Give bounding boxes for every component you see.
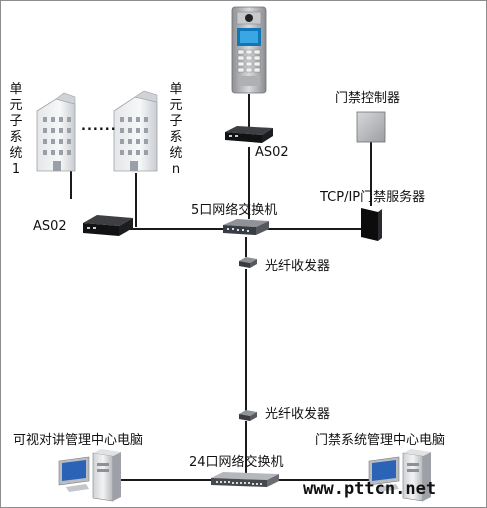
access-pc-icon [368,449,431,502]
unit-subsystem-1-label: 单元子系统1 [9,82,23,177]
fiber-transceiver-bottom-icon [239,410,257,421]
building-n-icon [113,90,158,172]
watermark-url: www.pttcn.net [303,479,437,499]
as02-left-label: AS02 [33,219,67,234]
intercom-pc-label: 可视对讲管理中心电脑 [13,433,144,448]
switch-24port-icon [211,472,279,487]
tcpip-server-label: TCP/IP门禁服务器 [320,190,426,205]
switch-24port-label: 24口网络交换机 [189,455,284,470]
access-controller-label: 门禁控制器 [335,91,401,106]
fiber-transceiver-bottom-label: 光纤收发器 [265,407,331,422]
access-pc-label: 门禁系统管理中心电脑 [315,433,446,448]
unit-subsystem-n-label: 单元子系统n [169,82,183,177]
intercom-pc-icon [58,449,121,502]
access-controller-icon [356,111,386,143]
door-station-panel-icon [231,6,267,94]
ellipsis-label: ...... [81,119,117,134]
building-1-icon [36,92,76,172]
switch-5port-label: 5口网络交换机 [191,203,278,218]
as02-top-label: AS02 [255,145,289,160]
switch-5port-icon [223,219,269,235]
connection-lines [70,94,379,481]
as02-top-icon [225,126,273,143]
tcpip-server-icon [361,208,382,241]
fiber-transceiver-top-label: 光纤收发器 [265,259,331,274]
fiber-transceiver-top-icon [239,257,257,268]
as02-left-icon [83,215,133,236]
